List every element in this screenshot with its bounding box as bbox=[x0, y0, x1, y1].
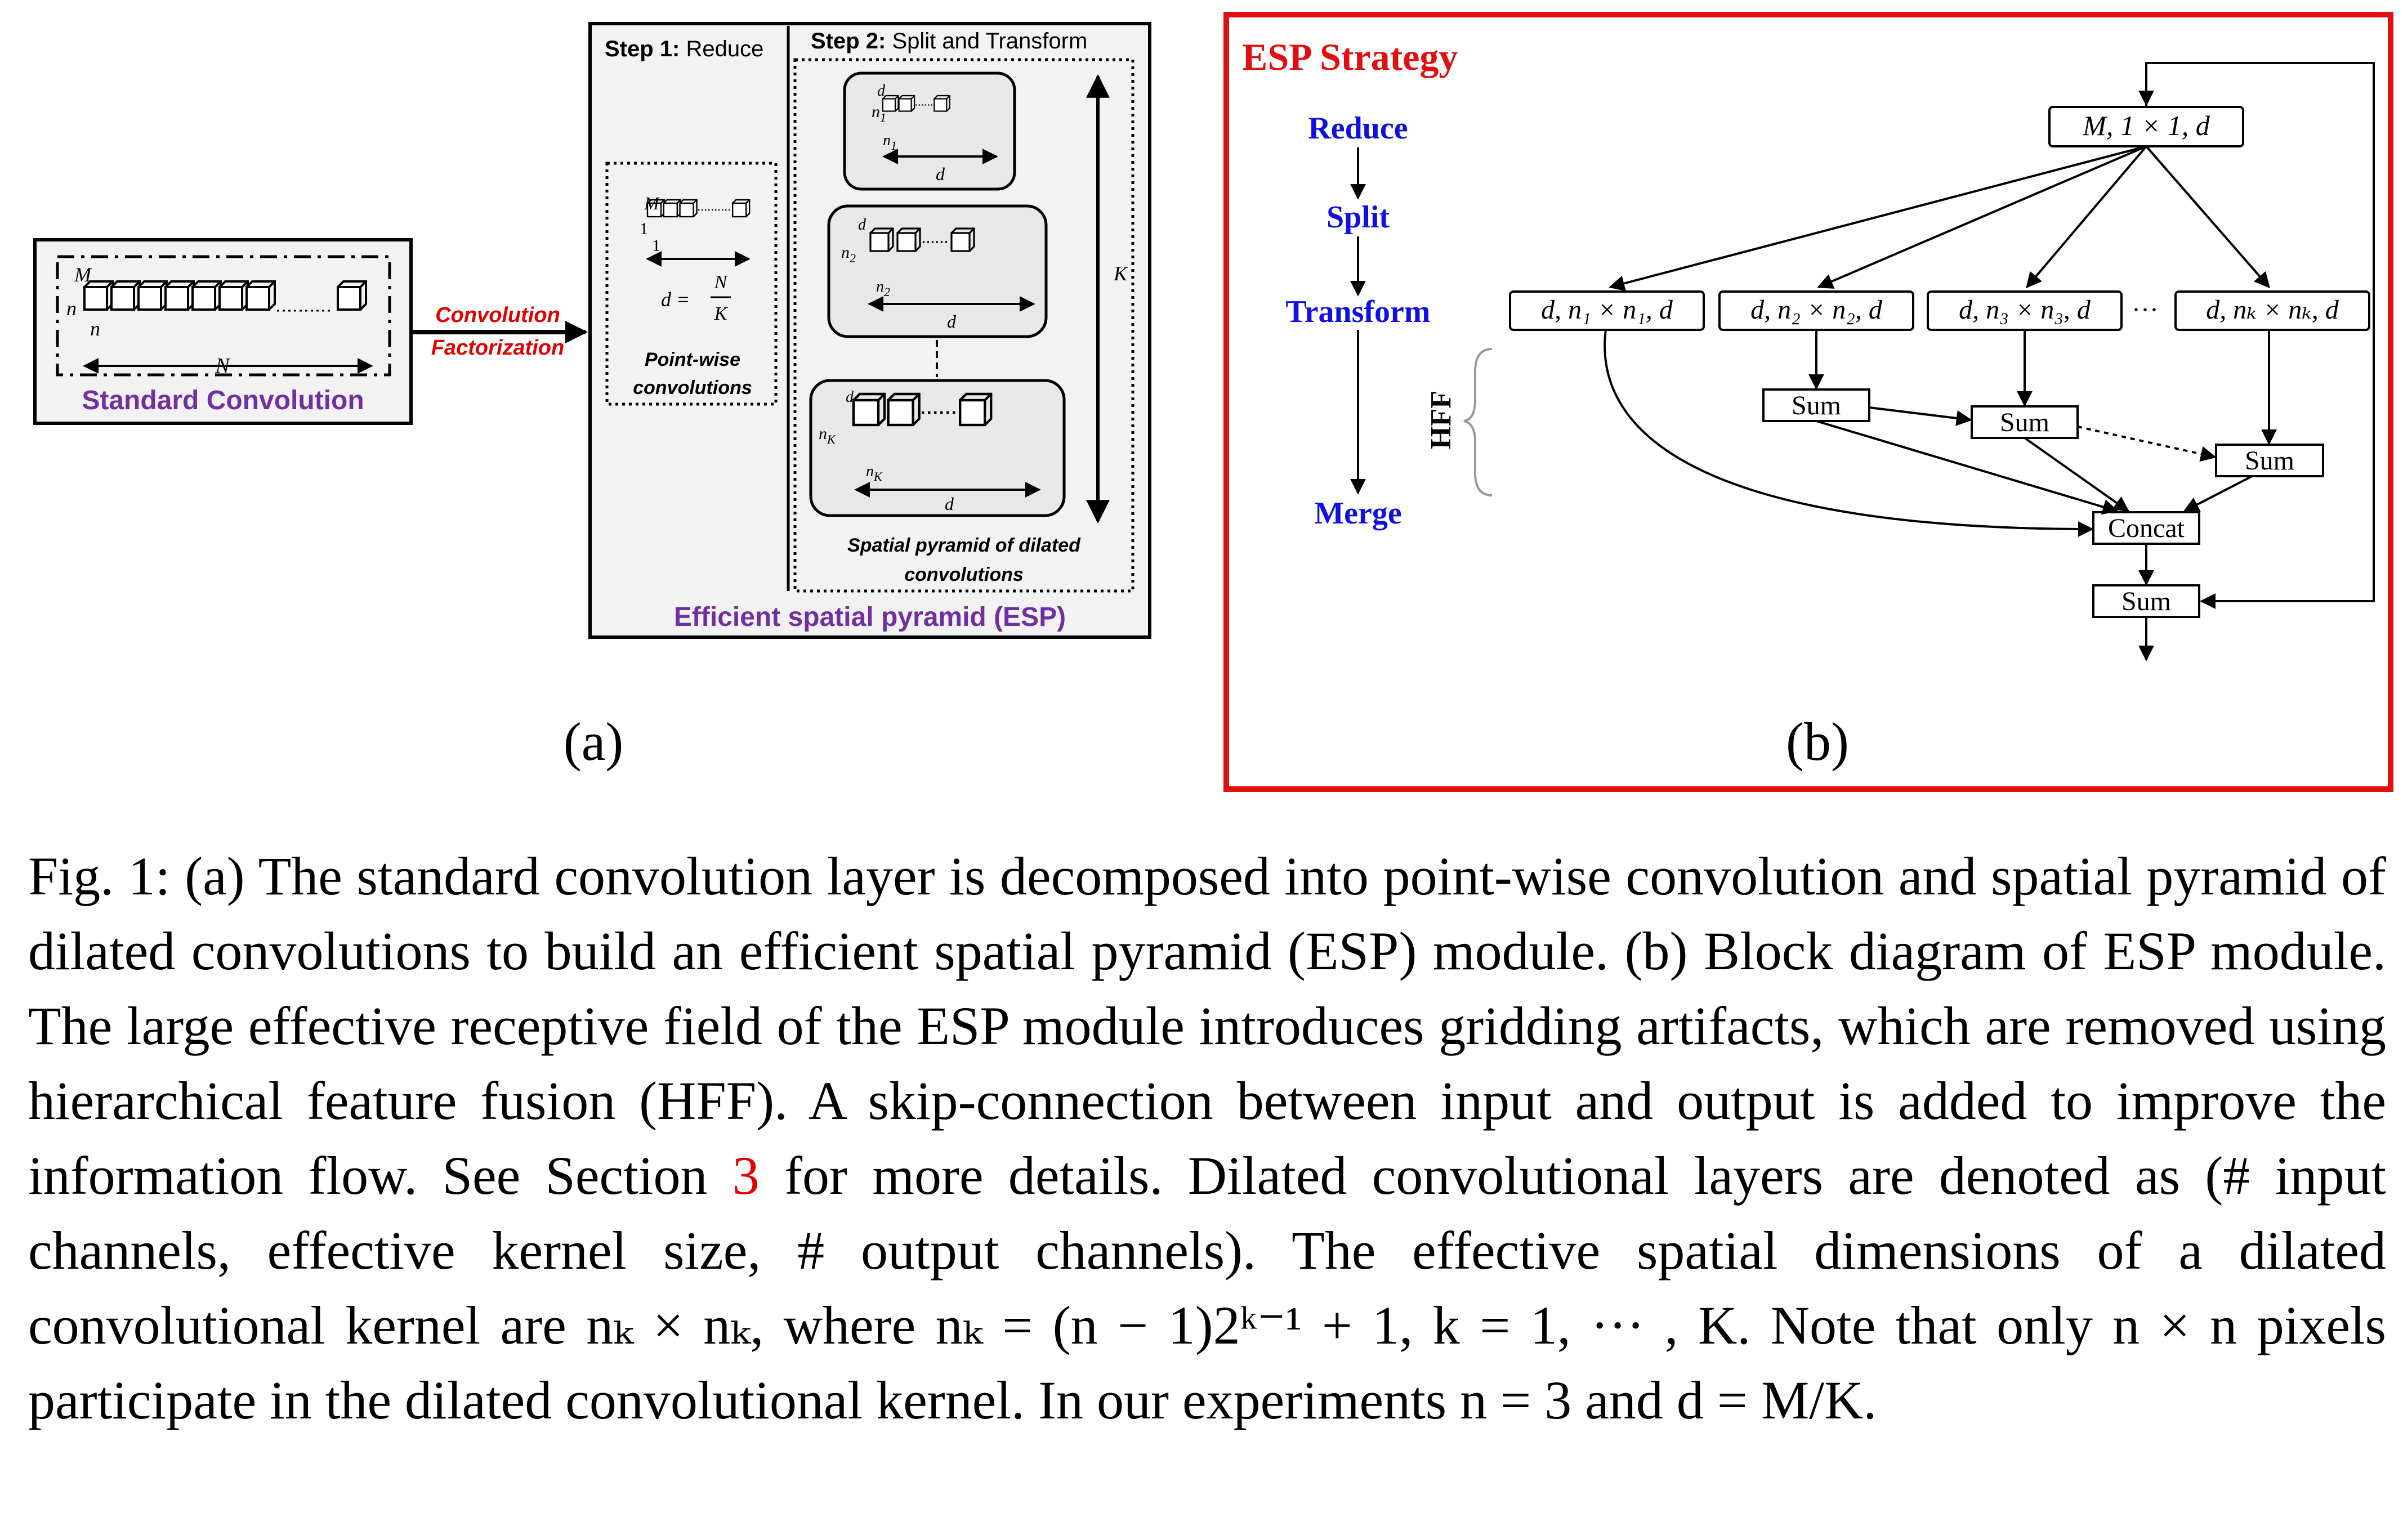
d-label-1: d bbox=[877, 82, 886, 100]
d-label-2b: d bbox=[947, 311, 957, 332]
standard-convolution-title: Standard Convolution bbox=[82, 386, 364, 415]
strategy-column: Reduce Split Transform Merge bbox=[1285, 111, 1430, 531]
d-label-2: d bbox=[858, 216, 866, 234]
standard-conv-cubes bbox=[83, 280, 367, 312]
step1-heading: Step 1: Reduce bbox=[605, 37, 763, 61]
std-label-n-bottom: n bbox=[90, 317, 100, 340]
step2-heading: Step 2: Split and Transform bbox=[811, 29, 1087, 53]
section-reference-link[interactable]: 3 bbox=[732, 1145, 760, 1206]
node-branch-1: d, n₁ × n₁, d bbox=[1541, 295, 1673, 325]
pw-label-1a: 1 bbox=[640, 220, 648, 238]
strategy-merge: Merge bbox=[1314, 496, 1401, 531]
std-label-n-left: n bbox=[66, 297, 77, 320]
caption-text-1: (a) The standard convolution layer is de… bbox=[28, 846, 2387, 1206]
pointwise-label-line2: convolutions bbox=[633, 377, 752, 399]
strategy-split: Split bbox=[1326, 200, 1390, 235]
node-sum-1: Sum bbox=[1792, 391, 1841, 420]
node-sum-3: Sum bbox=[2245, 446, 2294, 476]
pw-frac-den: K bbox=[714, 303, 729, 324]
d-label-kb: d bbox=[945, 494, 954, 514]
block-diagram: M, 1 × 1, d d, n₁ × n₁, d d, n₂ × n₂, d … bbox=[1509, 62, 2375, 661]
factorization-arrow: Convolution Factorization bbox=[411, 303, 588, 360]
nK-bottom-label: nK bbox=[866, 463, 883, 484]
pointwise-label-line1: Point-wise bbox=[645, 349, 740, 370]
hff-label: HFF bbox=[1425, 391, 1457, 449]
n2-label: n2 bbox=[841, 243, 856, 265]
esp-title: Efficient spatial pyramid (ESP) bbox=[674, 602, 1066, 632]
pw-label-M: M bbox=[644, 193, 660, 213]
pyramid-level-k: nK d nK d bbox=[809, 379, 1066, 517]
panel-a-label: (a) bbox=[564, 711, 624, 772]
panel-a: M n n N Standard Convolution Convolution… bbox=[33, 22, 1151, 772]
std-label-N: N bbox=[215, 354, 231, 378]
standard-convolution-box: M n n N Standard Convolution bbox=[33, 238, 413, 425]
node-concat: Concat bbox=[2108, 513, 2185, 543]
caption-text-2: for more details. Dilated convolutional … bbox=[28, 1145, 2387, 1430]
pw-label-1b: 1 bbox=[652, 236, 660, 255]
panel-b-frame bbox=[1223, 12, 2393, 792]
node-reduce: M, 1 × 1, d bbox=[2082, 110, 2210, 141]
pw-eq: d = bbox=[661, 288, 690, 311]
panel-b: ESP Strategy Reduce Split Transform Merg… bbox=[1223, 12, 2393, 792]
factorization-label-line2: Factorization bbox=[431, 336, 564, 360]
strategy-reduce: Reduce bbox=[1308, 111, 1408, 146]
std-label-M: M bbox=[74, 263, 92, 286]
figure-caption: Fig. 1: (a) The standard convolution lay… bbox=[28, 839, 2386, 1438]
strategy-transform: Transform bbox=[1285, 294, 1430, 329]
d-label-1b: d bbox=[936, 164, 945, 184]
pyramid-level-1: n1 d n1 d bbox=[843, 71, 1016, 191]
esp-strategy-title: ESP Strategy bbox=[1242, 35, 1458, 78]
pyramid-level-2: n2 d n2 d bbox=[827, 204, 1048, 338]
n2-bottom-label: n2 bbox=[876, 278, 890, 299]
nK-label: nK bbox=[819, 424, 836, 446]
n1-label: n1 bbox=[872, 102, 886, 124]
caption-prefix: Fig. 1: bbox=[28, 846, 171, 906]
diagram-edges bbox=[1604, 62, 2375, 661]
factorization-label-line1: Convolution bbox=[435, 303, 560, 327]
node-sum-output: Sum bbox=[2121, 587, 2171, 616]
panel-b-label: (b) bbox=[1786, 711, 1849, 772]
hff-brace bbox=[1463, 348, 1493, 496]
branch-ellipsis: ··· bbox=[2132, 295, 2159, 325]
pyramid-label-line1: Spatial pyramid of dilated bbox=[847, 535, 1081, 556]
node-sum-2: Sum bbox=[2000, 408, 2049, 437]
esp-box: Step 1: Reduce Step 2: Split and Transfo… bbox=[588, 22, 1151, 639]
pyramid-label-line2: convolutions bbox=[904, 564, 1024, 585]
n1-bottom-label: n1 bbox=[883, 132, 897, 153]
node-branch-2: d, n₂ × n₂, d bbox=[1750, 295, 1883, 325]
node-branch-k: d, nₖ × nₖ, d bbox=[2206, 295, 2339, 325]
K-label: K bbox=[1113, 262, 1128, 285]
node-branch-3: d, n₃ × n₃, d bbox=[1959, 295, 2091, 325]
d-label-k: d bbox=[846, 388, 854, 406]
pw-frac-num: N bbox=[714, 272, 729, 293]
